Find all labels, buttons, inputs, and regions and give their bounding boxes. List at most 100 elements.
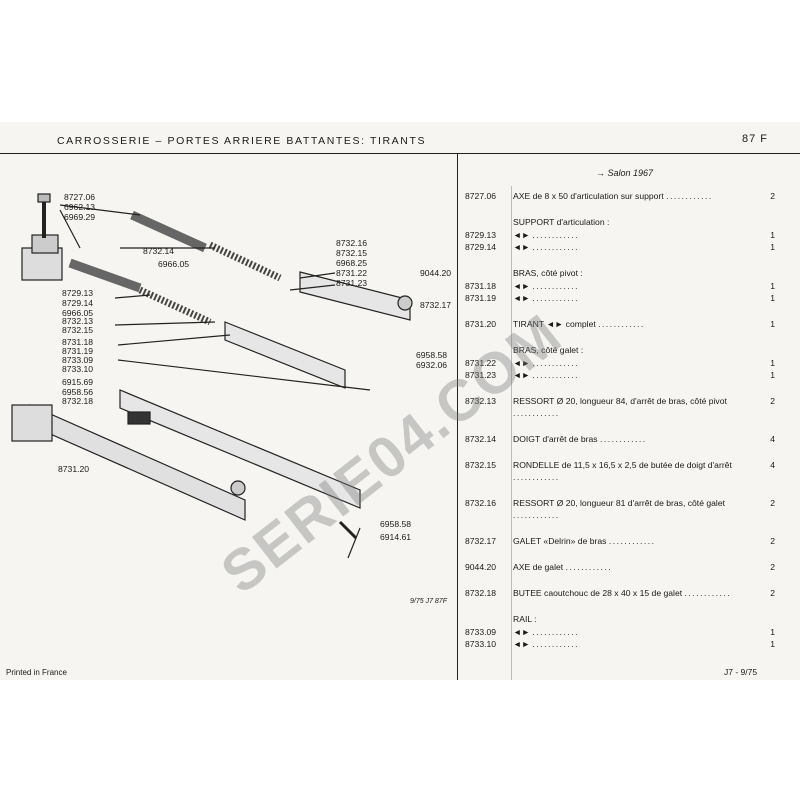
diagram-label: 6966.05	[62, 308, 94, 318]
parts-row: 8731.19◄► ............1	[465, 292, 775, 304]
diagram-label: 8732.15	[62, 325, 94, 335]
part-quantity: 2	[770, 562, 775, 572]
parts-row: 8731.20 TIRANT ◄► complet ............ 1	[465, 318, 775, 330]
parts-group-heading: BRAS, côté galet :	[513, 345, 584, 355]
code-column-divider	[511, 186, 512, 680]
column-divider	[457, 153, 458, 680]
part-code: 8729.13	[465, 230, 497, 240]
parts-row: 8731.18 ◄► ............ 1	[465, 280, 775, 292]
part-description: GALET «Delrin» de bras ............	[513, 536, 656, 546]
diagram-label: 8731.20	[58, 464, 90, 474]
part-description: TIRANT ◄► complet ............	[513, 319, 645, 329]
drawing-reference: 9/75 J7 87F	[410, 598, 447, 605]
diagram-label: 8731.18	[62, 337, 94, 347]
parts-row: 8732.17 GALET «Delrin» de bras ..........…	[465, 535, 775, 547]
part-code: 8727.06	[465, 191, 497, 201]
diagram-label: 9044.20	[420, 268, 452, 278]
part-description: RESSORT Ø 20, longueur 84, d'arrêt de br…	[513, 396, 727, 418]
parts-row: 8727.06 AXE de 8 x 50 d'articulation sur …	[465, 190, 775, 202]
part-description: ◄► ............	[513, 639, 580, 649]
part-description: BUTEE caoutchouc de 28 x 40 x 15 de gale…	[513, 588, 732, 598]
part-code: 8732.17	[465, 536, 497, 546]
part-code: 9044.20	[465, 562, 497, 572]
salon-label: Salon 1967	[607, 168, 654, 178]
diagram-label: 8731.19	[62, 346, 94, 356]
part-quantity: 2	[770, 191, 775, 201]
diagram-label: 6958.58	[416, 350, 448, 360]
part-code: 8732.16	[465, 498, 497, 508]
parts-row: 8729.13 ◄► ............ 1	[465, 229, 775, 241]
diagram-label: 8732.18	[62, 396, 94, 406]
parts-group-heading: RAIL :	[513, 614, 537, 624]
part-quantity: 4	[770, 460, 775, 470]
part-code: 8732.18	[465, 588, 497, 598]
part-description: DOIGT d'arrêt de bras ............	[513, 434, 647, 444]
diagram-label: 8731.22	[336, 268, 368, 278]
part-quantity: 1	[770, 370, 775, 380]
part-quantity: 1	[770, 319, 775, 329]
diagram-label: 6914.61	[380, 532, 412, 542]
part-description: ◄► ............	[513, 370, 580, 380]
parts-list: 8727.06 AXE de 8 x 50 d'articulation sur …	[465, 190, 775, 664]
diagram-label: 8732.15	[336, 248, 368, 258]
part-code: 8732.14	[465, 434, 497, 444]
part-quantity: 2	[770, 396, 775, 406]
part-description: AXE de galet ............	[513, 562, 613, 572]
part-description: ◄► ............	[513, 627, 580, 637]
parts-row: 8733.10◄► ............1	[465, 638, 775, 650]
part-code: 8731.19	[465, 293, 497, 303]
part-code: 8731.18	[465, 281, 497, 291]
part-quantity: 4	[770, 434, 775, 444]
edition-code: J7 - 9/75	[724, 667, 758, 677]
parts-row: 8732.18 BUTEE caoutchouc de 28 x 40 x 15 …	[465, 587, 775, 599]
part-description: AXE de 8 x 50 d'articulation sur support…	[513, 191, 713, 201]
part-quantity: 2	[770, 536, 775, 546]
diagram-label: 8733.10	[62, 364, 94, 374]
diagram-label: 6958.58	[380, 519, 412, 529]
part-description: ◄► ............	[513, 358, 580, 368]
part-quantity: 1	[770, 358, 775, 368]
part-quantity: 2	[770, 498, 775, 508]
part-code: 8733.10	[465, 639, 497, 649]
diagram-label: 8732.14	[143, 246, 175, 256]
rubber-stop	[127, 411, 151, 425]
diagram-label: 6966.05	[158, 259, 190, 269]
part-quantity: 1	[770, 281, 775, 291]
part-quantity: 1	[770, 230, 775, 240]
diagram-label: 6915.69	[62, 377, 94, 387]
part-code: 8731.22	[465, 358, 497, 368]
parts-row: 8731.23◄► ............1	[465, 369, 775, 381]
parts-group-heading: SUPPORT d'articulation :	[513, 217, 610, 227]
diagram-label: 6969.29	[64, 212, 96, 222]
parts-row: 8732.15 RONDELLE de 11,5 x 16,5 x 2,5 de …	[465, 459, 775, 483]
parts-row: 8729.14◄► ............1	[465, 241, 775, 253]
salon-note: → Salon 1967	[596, 168, 653, 178]
part-description: ◄► ............	[513, 230, 580, 240]
diagram-label: 8732.16	[336, 238, 368, 248]
diagram-label: 8732.17	[420, 300, 452, 310]
parts-row: 8732.13 RESSORT Ø 20, longueur 84, d'arrê…	[465, 395, 775, 419]
diagram-label: 8727.06	[64, 192, 96, 202]
part-code: 8733.09	[465, 627, 497, 637]
diagram-label: 8729.13	[62, 288, 94, 298]
part-code: 8732.13	[465, 396, 497, 406]
part-description: RONDELLE de 11,5 x 16,5 x 2,5 de butée d…	[513, 460, 732, 482]
part-code: 8731.20	[465, 319, 497, 329]
parts-row: 8731.22 ◄► ............ 1	[465, 357, 775, 369]
part-quantity: 1	[770, 627, 775, 637]
diagram-label: 8729.14	[62, 298, 94, 308]
diagram-label: 8733.09	[62, 355, 94, 365]
diagram-label: 6968.25	[336, 258, 368, 268]
part-code: 8732.15	[465, 460, 497, 470]
part-code: 8729.14	[465, 242, 497, 252]
header-rule	[0, 153, 800, 154]
page-number: 87 F	[742, 133, 769, 145]
diagram-label: 6958.56	[62, 387, 94, 397]
parts-row: 8733.09 ◄► ............ 1	[465, 626, 775, 638]
exploded-diagram	[11, 193, 413, 559]
part-description: ◄► ............	[513, 281, 580, 291]
diagram-label: 8732.13	[62, 316, 94, 326]
parts-row: 8732.14 DOIGT d'arrêt de bras ...........…	[465, 433, 775, 445]
part-quantity: 1	[770, 293, 775, 303]
